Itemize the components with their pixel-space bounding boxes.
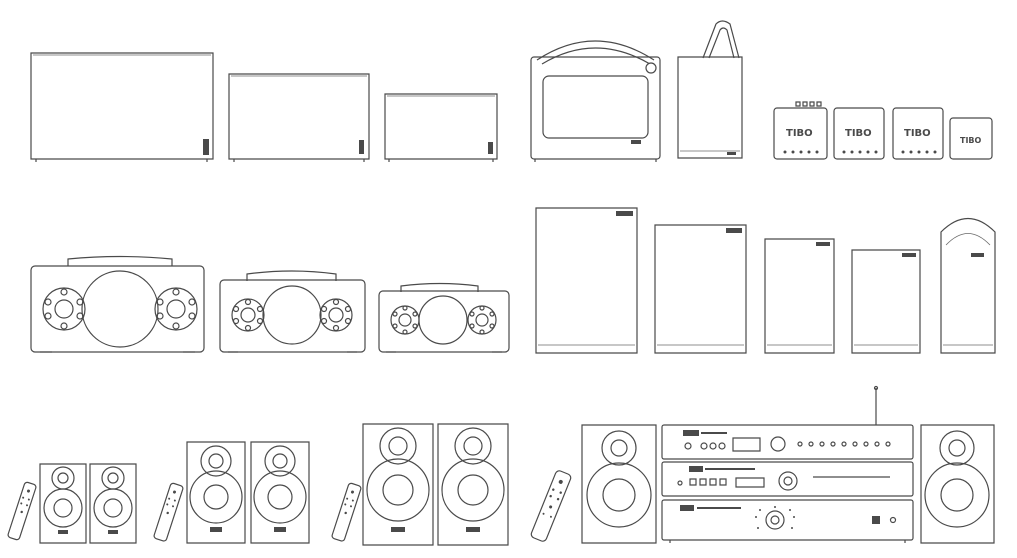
remote-medium (153, 483, 183, 542)
cube-1: TIBO (774, 102, 827, 159)
hifi-amplifier (662, 500, 913, 543)
tower-4 (852, 250, 920, 353)
boombox-small (379, 284, 509, 353)
tower-2 (655, 225, 746, 353)
cube-2-logo: TIBO (845, 128, 872, 139)
tower-1 (536, 208, 637, 353)
cube-4-logo: TIBO (960, 136, 982, 145)
cube-2: TIBO (834, 108, 884, 159)
remote-hifi (530, 470, 572, 543)
cube-1-logo: TIBO (786, 128, 813, 139)
hifi-cd-player (662, 462, 913, 496)
cube-3: TIBO (893, 108, 943, 159)
soundbar-small (385, 94, 497, 162)
remote-small (7, 482, 36, 541)
soundbar-large (31, 53, 213, 162)
cube-4: TIBO (950, 118, 992, 159)
cube-3-logo: TIBO (904, 128, 931, 139)
boombox-medium (220, 271, 365, 352)
handle-radio (531, 41, 660, 162)
soundbar-medium (229, 74, 369, 162)
tower-arched (941, 219, 995, 354)
bookshelf-pair-medium (153, 442, 309, 543)
boombox-large (31, 257, 204, 353)
hifi-speaker-left (582, 425, 656, 543)
remote-large (331, 483, 361, 542)
hifi-speaker-right (921, 425, 994, 543)
tower-3 (765, 239, 834, 353)
hifi-receiver (662, 387, 913, 460)
bookshelf-pair-large (331, 424, 508, 545)
bookshelf-pair-small (7, 464, 136, 543)
hifi-system (530, 387, 994, 544)
tall-strap-speaker (678, 21, 742, 158)
